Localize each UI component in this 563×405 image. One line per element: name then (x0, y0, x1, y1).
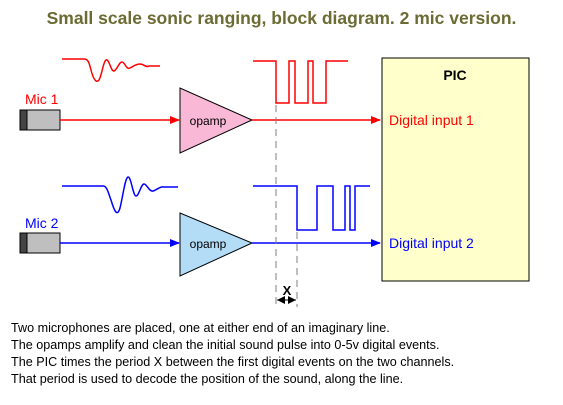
opamp1-triangle (179, 87, 254, 154)
opamp2-triangle (179, 212, 254, 277)
mic2-label: Mic 2 (25, 215, 59, 231)
pic-label: PIC (443, 67, 466, 83)
description-line: Two microphones are placed, one at eithe… (11, 321, 390, 335)
description-text: Two microphones are placed, one at eithe… (11, 320, 559, 388)
digital-input-1-label: Digital input 1 (389, 112, 474, 128)
mic2-sound-waveform (62, 176, 178, 214)
opamp2-label: opamp (190, 237, 227, 251)
pic-block (381, 57, 530, 282)
diagram-title: Small scale sonic ranging, block diagram… (46, 8, 517, 28)
digital-pulse-train-1 (253, 60, 348, 104)
mic1-label: Mic 1 (25, 91, 59, 107)
description-line: The opamps amplify and clean the initial… (11, 338, 440, 352)
mic1-microphone-icon (19, 109, 61, 131)
opamp1-label: opamp (190, 114, 227, 128)
block-diagram: PIC Mic 1 opamp Digital input 1 Mic 2 op… (19, 57, 530, 307)
digital-pulse-train-2 (253, 185, 370, 231)
period-x-label: X (283, 283, 292, 298)
digital-input-2-label: Digital input 2 (389, 235, 474, 251)
mic1-sound-waveform (62, 58, 160, 82)
description-line: That period is used to decode the positi… (11, 372, 404, 386)
mic2-microphone-icon (19, 232, 61, 254)
description-line: The PIC times the period X between the f… (11, 355, 455, 369)
